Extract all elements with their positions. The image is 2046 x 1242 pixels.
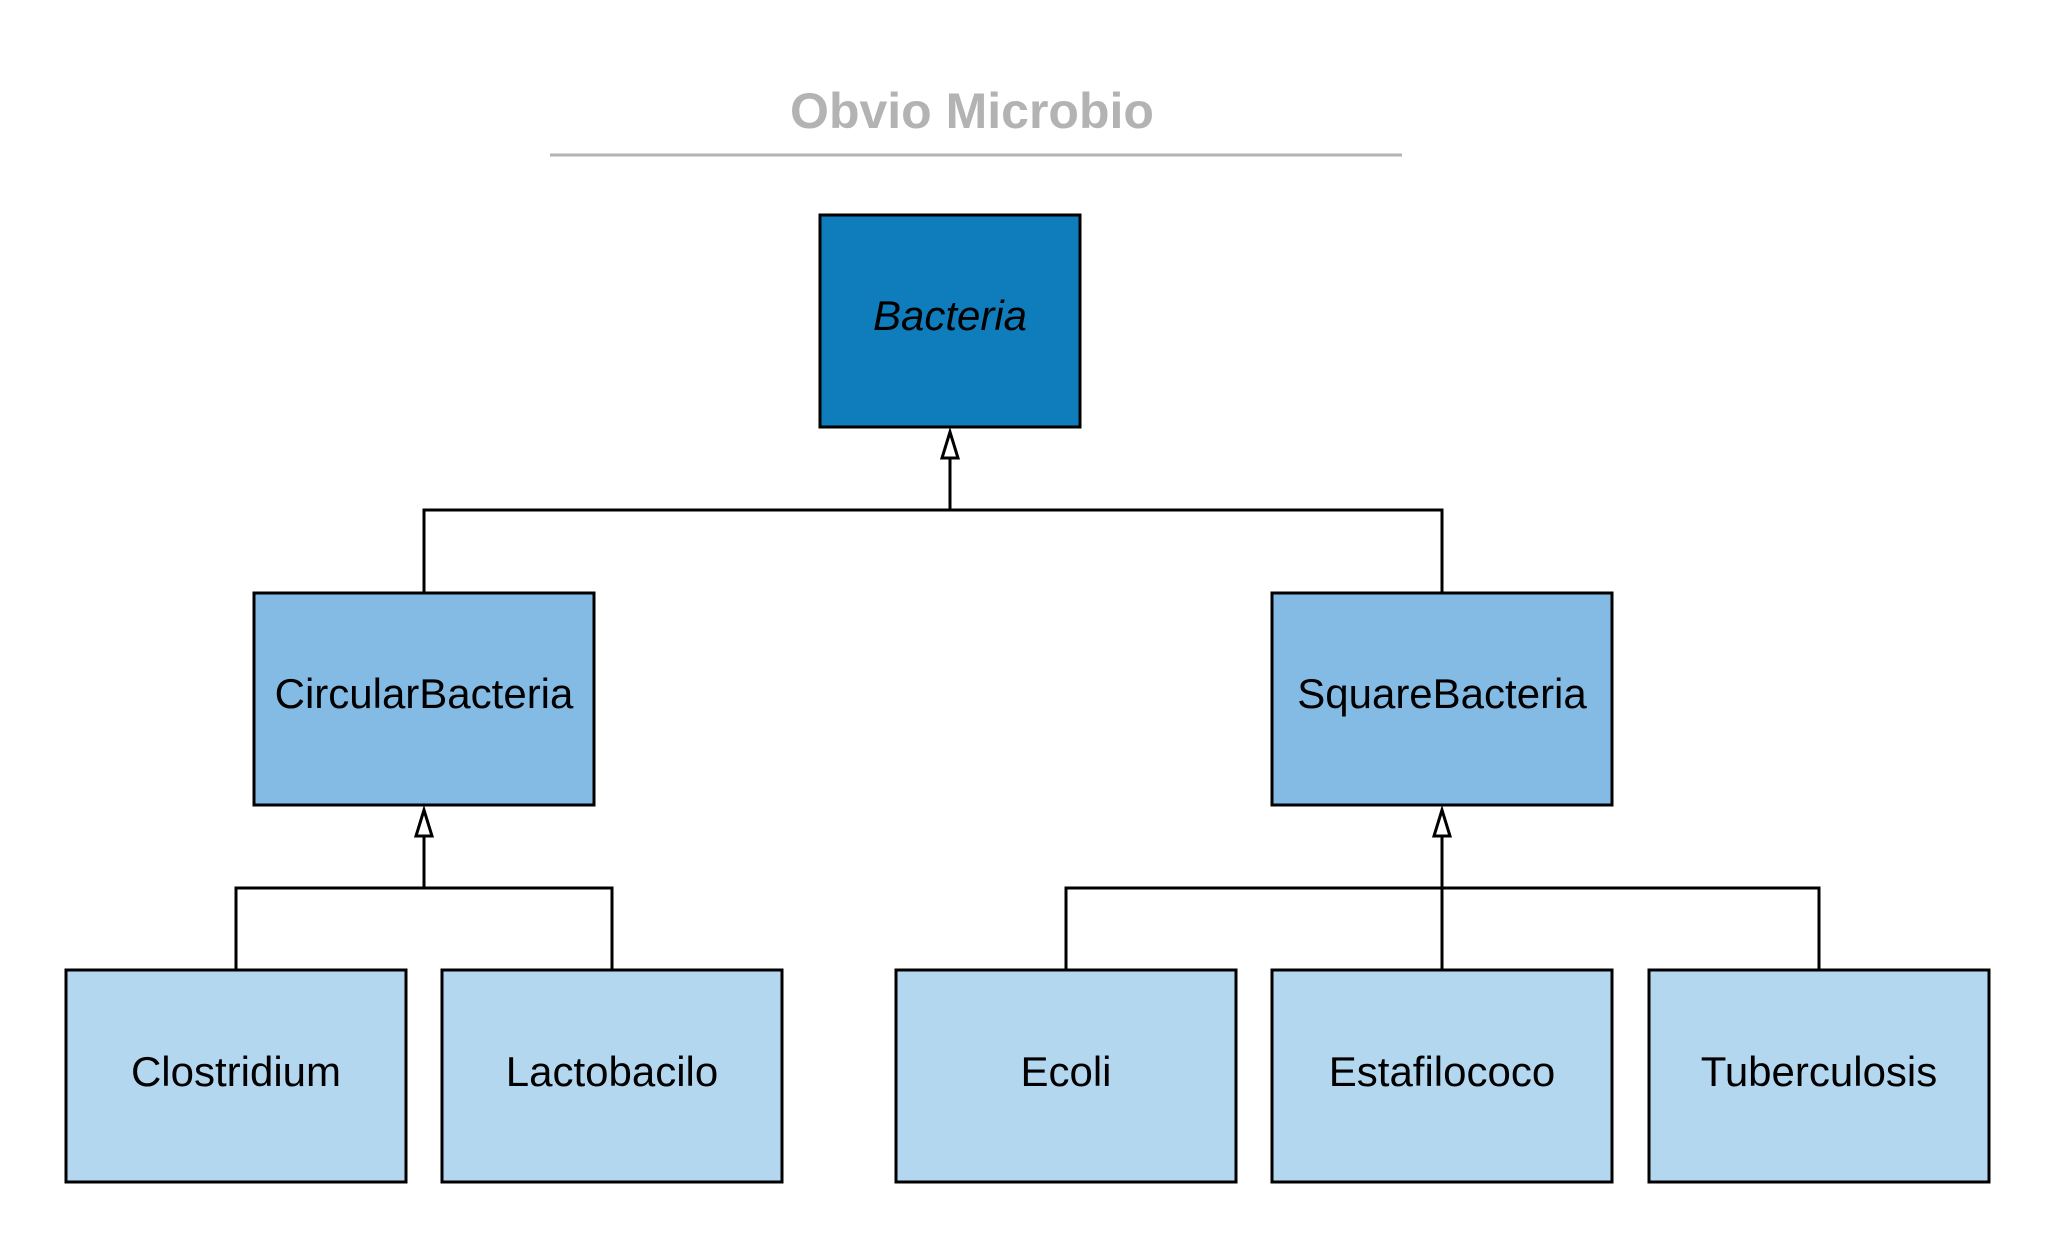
node-square-bacteria-box (1270, 591, 1614, 807)
node-clostridium-box (64, 968, 408, 1184)
node-ecoli[interactable]: Ecoli (894, 968, 1238, 1184)
edge-lactobacilo-to-circular (424, 886, 614, 970)
edge-square-to-bacteria (950, 508, 1444, 593)
edge-ecoli-to-square (1064, 836, 1444, 970)
inheritance-arrow-bacteria (939, 426, 961, 460)
edges-circular (234, 804, 614, 970)
diagram-title: Obvio Microbio (790, 83, 1154, 139)
inheritance-arrow-square (1431, 804, 1453, 838)
node-bacteria-label: Bacteria (873, 292, 1027, 339)
node-clostridium[interactable]: Clostridium (64, 968, 408, 1184)
edge-circular-to-bacteria (422, 458, 952, 593)
edges-level-1 (422, 426, 1444, 593)
node-tuberculosis-label: Tuberculosis (1701, 1048, 1938, 1095)
node-lactobacilo-label: Lactobacilo (506, 1048, 718, 1095)
edges-square (1064, 804, 1821, 970)
node-lactobacilo-box (440, 968, 784, 1184)
node-circular-bacteria-label: CircularBacteria (275, 670, 574, 717)
node-tuberculosis-box (1647, 968, 1991, 1184)
node-tuberculosis[interactable]: Tuberculosis (1647, 968, 1991, 1184)
node-estafilococo[interactable]: Estafilococo (1270, 968, 1614, 1184)
node-square-bacteria-label: SquareBacteria (1297, 670, 1587, 717)
edge-clostridium-to-circular (234, 836, 426, 970)
node-square-bacteria[interactable]: SquareBacteria (1270, 591, 1614, 807)
node-circular-bacteria[interactable]: CircularBacteria (252, 591, 596, 807)
node-lactobacilo[interactable]: Lactobacilo (440, 968, 784, 1184)
node-estafilococo-box (1270, 968, 1614, 1184)
node-bacteria[interactable]: Bacteria (818, 213, 1082, 429)
node-bacteria-box (818, 213, 1082, 429)
node-estafilococo-label: Estafilococo (1329, 1048, 1555, 1095)
node-ecoli-box (894, 968, 1238, 1184)
node-clostridium-label: Clostridium (131, 1048, 341, 1095)
node-ecoli-label: Ecoli (1020, 1048, 1111, 1095)
inheritance-arrow-circular (413, 804, 435, 838)
edge-tuberculosis-to-square (1442, 886, 1821, 970)
node-circular-bacteria-box (252, 591, 596, 807)
